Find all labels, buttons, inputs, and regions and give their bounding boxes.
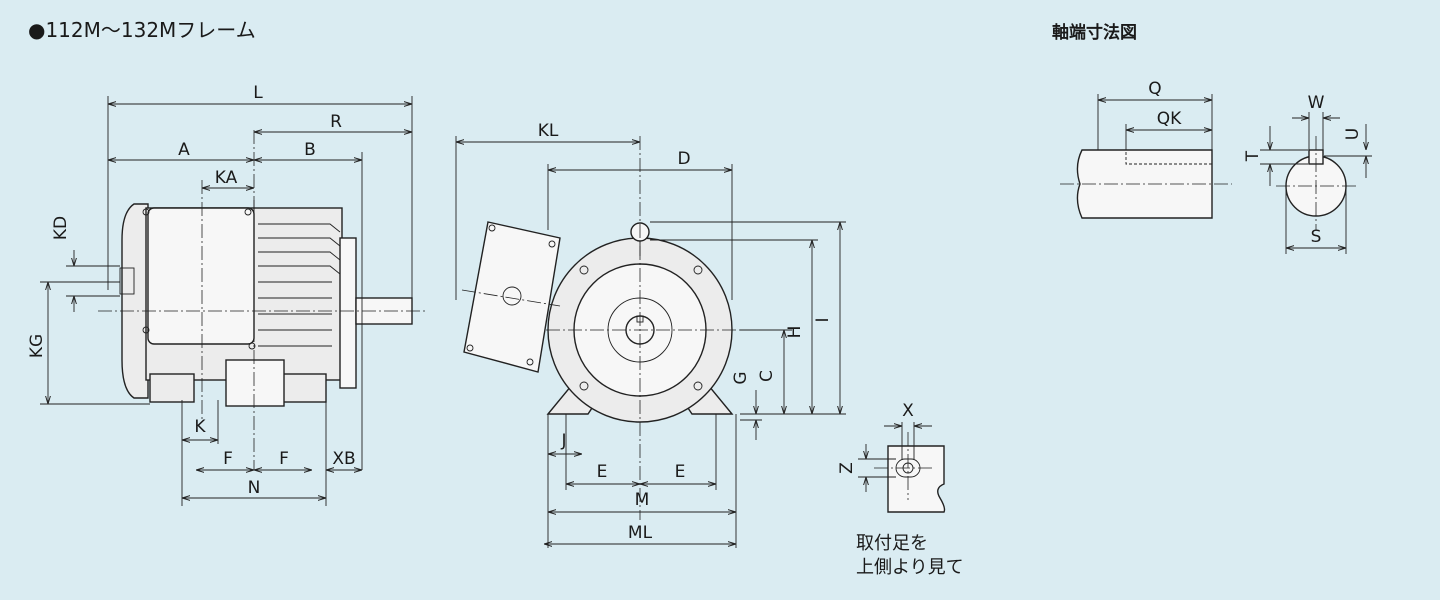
frame-bolt (579, 381, 589, 391)
dim-label-U: U (1343, 128, 1363, 140)
terminal-centerline (461, 289, 561, 307)
dim-label-KA: KA (215, 168, 238, 188)
dim-label-KD: KD (51, 216, 71, 240)
screw (244, 208, 252, 216)
foot-front (281, 373, 327, 403)
screw (548, 240, 556, 248)
dim-label-F-right: F (279, 449, 289, 469)
keyway-side (1125, 149, 1213, 165)
dim-label-E-left: E (597, 462, 608, 482)
conduit-port (119, 267, 135, 295)
dim-label-J: J (560, 431, 566, 451)
dim-label-D: D (677, 149, 690, 169)
dim-label-T: T (1243, 150, 1263, 162)
cooling-fins (258, 223, 341, 347)
dim-label-Z: Z (837, 462, 857, 474)
dim-label-M: M (635, 490, 650, 510)
dim-label-L: L (253, 83, 263, 103)
dim-label-QK: QK (1157, 109, 1182, 129)
mounting-foot-note: 取付足を 上側より見て (856, 532, 964, 580)
dim-label-XB: XB (332, 449, 355, 469)
dim-label-F-left: F (223, 449, 233, 469)
dim-label-E-right: E (675, 462, 686, 482)
dim-label-N: N (248, 478, 261, 498)
terminal-box (147, 207, 255, 345)
dim-label-X: X (902, 401, 914, 421)
dim-label-B: B (304, 140, 316, 160)
screw (466, 344, 474, 352)
shaft-dimension-heading: 軸端寸法図 (1052, 23, 1137, 43)
front-dimensions: KL D I H C G J E E M (456, 121, 840, 544)
dim-label-S: S (1311, 227, 1322, 247)
dim-label-KL: KL (538, 121, 559, 141)
dim-label-H: H (785, 326, 805, 339)
dim-label-K: K (194, 417, 206, 437)
frame-bolt (693, 381, 703, 391)
dim-label-W: W (1308, 93, 1325, 113)
screw (142, 208, 150, 216)
terminal-port (502, 286, 522, 306)
frame-bolt (693, 265, 703, 275)
foot-rear (149, 373, 195, 403)
terminal-box-front (463, 221, 561, 373)
screw (488, 224, 496, 232)
dim-label-G: G (731, 371, 751, 384)
dim-label-R: R (330, 112, 342, 132)
dim-label-ML: ML (628, 523, 653, 543)
foot-plate (887, 445, 946, 513)
front-bracket (339, 237, 357, 389)
rear-cover (121, 203, 149, 399)
dim-label-KG: KG (27, 334, 47, 358)
foot-center-block (225, 359, 285, 407)
side-dimensions: L R A B KA KD KG K F F (27, 83, 412, 498)
side-view: L R A B KA KD KG K F F (27, 83, 428, 506)
shaft-end-detail: Q QK W U T S (1060, 79, 1372, 254)
dim-label-A: A (178, 140, 190, 160)
screw (526, 358, 534, 366)
dim-label-C: C (757, 370, 777, 382)
screw (248, 342, 256, 350)
dim-label-I: I (813, 317, 833, 322)
frame-bolt (579, 265, 589, 275)
screw (142, 326, 150, 334)
dim-label-Q: Q (1148, 79, 1161, 99)
front-view: KL D I H C G J E E M (455, 121, 846, 548)
note-line-2: 上側より見て (856, 557, 964, 578)
foot-hole-detail: X Z (837, 401, 946, 513)
frame-heading: ●112M～132Mフレーム (28, 18, 256, 42)
note-line-1: 取付足を (856, 533, 928, 554)
